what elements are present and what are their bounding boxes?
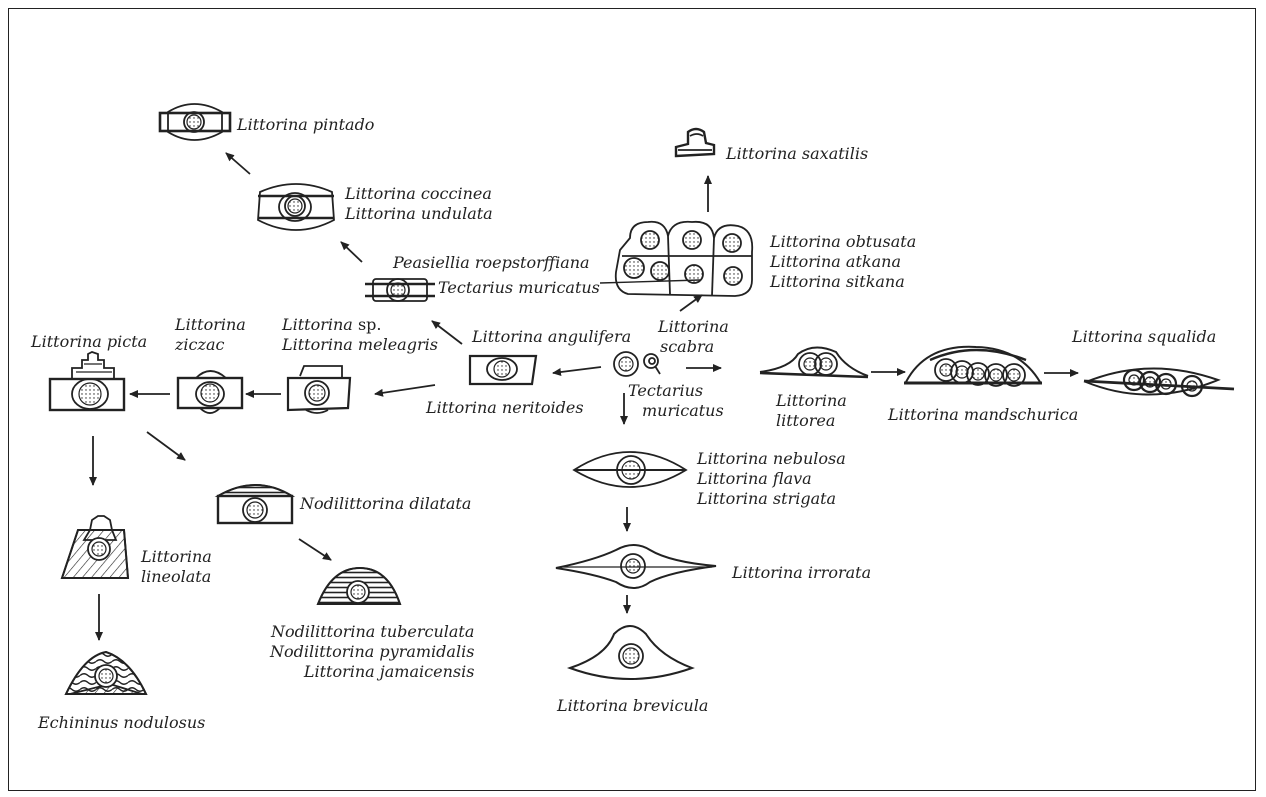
label-sp-abbr: sp.: [357, 315, 382, 334]
label-lineolata-group: Littorina lineolata: [141, 547, 212, 587]
label-squalida: Littorina squalida: [1072, 327, 1217, 346]
label-scabra-genus: Littorina: [658, 317, 729, 336]
label-tectarius-lower: Tectarius muricatus: [628, 381, 724, 421]
label-echininus: Echininus nodulosus: [38, 713, 206, 732]
arrow: [374, 384, 436, 397]
label-jamaicensis: Littorina jamaicensis: [303, 662, 475, 681]
label-sp-genus: Littorina: [282, 315, 353, 334]
label-nebulosa-group: Littorina nebulosa Littorina flava Litto…: [697, 449, 846, 509]
squalida-egg-capsule-drawing: [1083, 367, 1235, 398]
obtusata-egg-mass-drawing: [599, 220, 754, 297]
lineolata-egg-capsule-drawing: [60, 515, 130, 579]
mandschurica-egg-capsule-drawing: [904, 345, 1042, 387]
littorea-egg-capsule-drawing: [759, 346, 869, 379]
label-littorea-genus: Littorina: [776, 391, 847, 410]
pintado-egg-capsule-drawing: [158, 103, 232, 141]
label-tectarius-species: muricatus: [642, 401, 724, 420]
label-ziczac-group: Littorina ziczac: [175, 315, 246, 355]
label-obtusata: Littorina obtusata: [770, 232, 917, 251]
label-coccinea-group: Littorina coccinea Littorina undulata: [345, 184, 493, 224]
label-ziczac-species: ziczac: [175, 335, 225, 354]
label-lineolata-genus: Littorina: [141, 547, 212, 566]
arrow: [340, 241, 363, 263]
arrow: [679, 294, 703, 312]
dilatata-egg-capsule-drawing: [214, 484, 296, 525]
label-undulata: Littorina undulata: [345, 204, 493, 223]
label-lineolata-species: lineolata: [141, 567, 212, 586]
label-picta: Littorina picta: [31, 332, 148, 351]
label-atkana: Littorina atkana: [770, 252, 901, 271]
label-brevicula: Littorina brevicula: [557, 696, 709, 715]
arrow: [431, 320, 463, 345]
label-tectarius-upper: Tectarius muricatus: [438, 278, 600, 297]
saxatilis-young-shell-drawing: [674, 127, 716, 158]
echininus-egg-capsule-drawing: [64, 650, 148, 695]
label-scabra-species: scabra: [660, 337, 715, 356]
neritoides-egg-capsule-drawing: [468, 354, 538, 386]
scabra-egg-drawing: [613, 351, 661, 377]
label-nebulosa: Littorina nebulosa: [697, 449, 846, 468]
label-strigata: Littorina strigata: [697, 489, 837, 508]
label-meleagris-group: Littorina sp. Littorina meleagris: [282, 315, 438, 355]
label-tectarius-genus: Tectarius: [628, 381, 704, 400]
irrorata-egg-capsule-drawing: [555, 544, 717, 589]
arrow: [298, 538, 332, 561]
arrow: [552, 366, 602, 376]
label-tuberculata: Nodilittorina tuberculata: [271, 622, 475, 641]
nebulosa-egg-capsule-drawing: [572, 451, 688, 488]
label-peasiellia: Peasiellia roepstorffiana: [393, 253, 590, 272]
brevicula-egg-capsule-drawing: [566, 625, 695, 680]
label-mandschurica: Littorina mandschurica: [888, 405, 1079, 424]
label-dilatata: Nodilittorina dilatata: [300, 494, 472, 513]
coccinea-egg-capsule-drawing: [257, 183, 335, 231]
label-ziczac-genus: Littorina: [175, 315, 246, 334]
arrow: [146, 431, 186, 461]
tuberculata-egg-capsule-drawing: [316, 566, 402, 605]
label-scabra-group: Littorina scabra: [658, 317, 729, 357]
ziczac-egg-capsule-drawing: [176, 370, 244, 414]
label-pintado: Littorina pintado: [237, 115, 375, 134]
label-coccinea: Littorina coccinea: [345, 184, 492, 203]
label-flava: Littorina flava: [697, 469, 812, 488]
label-angulifera: Littorina angulifera: [472, 327, 632, 346]
peasiellia-egg-capsule-drawing: [365, 278, 435, 302]
arrow: [225, 152, 251, 175]
label-pyramidalis: Nodilittorina pyramidalis: [270, 642, 475, 661]
label-littorea-species: littorea: [776, 411, 836, 430]
picta-egg-capsule-drawing: [48, 351, 126, 412]
label-sitkana: Littorina sitkana: [770, 272, 905, 291]
label-obtusata-group: Littorina obtusata Littorina atkana Litt…: [770, 232, 916, 292]
label-neritoides: Littorina neritoides: [426, 398, 584, 417]
meleagris-egg-capsule-drawing: [286, 365, 352, 414]
label-irrorata: Littorina irrorata: [732, 563, 872, 582]
figure-border: [8, 8, 1256, 791]
label-tuberculata-group: Nodilittorina tuberculata Nodilittorina …: [270, 622, 474, 682]
label-meleagris: Littorina meleagris: [282, 335, 438, 354]
label-saxatilis: Littorina saxatilis: [726, 144, 869, 163]
label-littorea-group: Littorina littorea: [776, 391, 847, 431]
